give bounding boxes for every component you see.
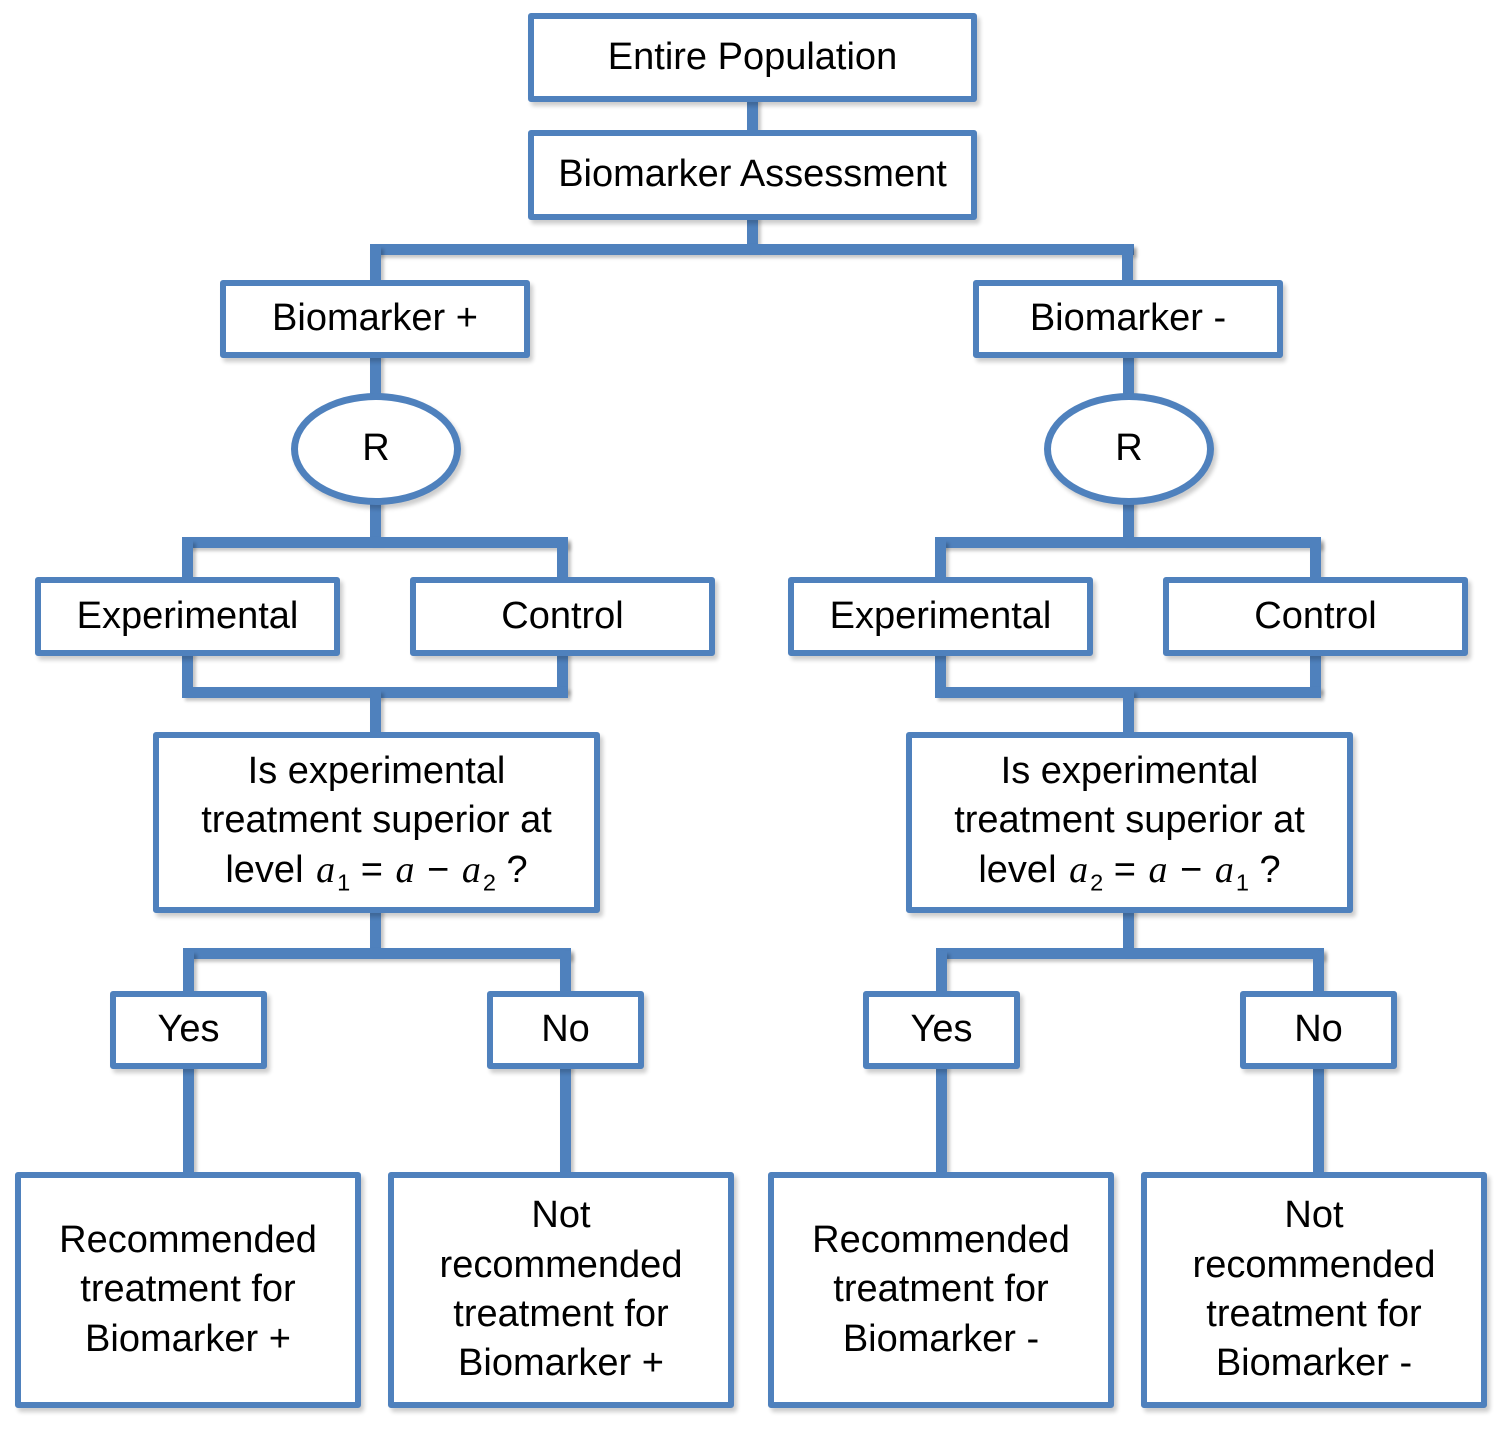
biomarker-assessment-label: Biomarker Assessment [558, 153, 947, 196]
connector-split-control-negative [1310, 540, 1321, 583]
connector-control-join-negative [1310, 650, 1321, 693]
connector-question-yesno-positive [370, 908, 381, 954]
outcome-line: Biomarker + [458, 1342, 664, 1385]
question-line1-negative: Is experimental [1000, 750, 1259, 792]
yes-box-positive: Yes [110, 991, 267, 1069]
outcome-line: Biomarker - [842, 1317, 1040, 1360]
experimental-box-negative: Experimental [788, 577, 1093, 656]
experimental-label-positive: Experimental [76, 594, 299, 637]
outcome-line: Not [1284, 1194, 1344, 1237]
outcome-line: Recommended [812, 1218, 1070, 1261]
no-label-negative: No [1294, 1008, 1343, 1051]
outcome-line: treatment for [80, 1268, 296, 1311]
no-label-positive: No [541, 1008, 590, 1051]
not-recommended-outcome-text-negative: Not recommended treatment for Biomarker … [1193, 1191, 1436, 1389]
connector-yesno-horizontal-negative [936, 948, 1324, 959]
experimental-box-positive: Experimental [35, 577, 340, 656]
connector-experimental-join-positive [182, 650, 193, 693]
connector-split-no-positive [560, 951, 571, 997]
outcome-line: treatment for [453, 1293, 669, 1335]
biomarker-positive-label: Biomarker + [272, 297, 478, 340]
question-text-negative: Is experimental treatment superior at le… [954, 747, 1305, 898]
connector-split-biomarker-negative [1122, 246, 1133, 286]
biomarker-negative-label: Biomarker - [1029, 297, 1227, 340]
entire-population-label: Entire Population [607, 35, 898, 78]
connector-split-biomarker-positive [370, 246, 381, 286]
control-label-negative: Control [1254, 594, 1377, 637]
yes-box-negative: Yes [863, 991, 1020, 1069]
not-recommended-outcome-box-positive: Not recommended treatment for Biomarker … [388, 1172, 734, 1408]
outcome-line: Recommended [59, 1218, 317, 1261]
connector-yes-outcome-negative [936, 1063, 947, 1178]
connector-biomarker-positive-r [370, 352, 381, 398]
recommended-outcome-box-negative: Recommended treatment for Biomarker - [768, 1172, 1114, 1408]
recommended-outcome-text-negative: Recommended treatment for Biomarker - [812, 1216, 1070, 1364]
question-line2-positive: treatment superior at [201, 799, 552, 842]
outcome-line: treatment for [1206, 1293, 1422, 1335]
yes-label-positive: Yes [157, 1008, 220, 1051]
connector-split-yes-negative [936, 951, 947, 997]
entire-population-box: Entire Population [528, 13, 977, 102]
no-box-positive: No [487, 991, 644, 1069]
question-line2-negative: treatment superior at [954, 799, 1305, 842]
biomarker-negative-box: Biomarker - [973, 280, 1283, 358]
connector-yes-outcome-positive [183, 1063, 194, 1178]
question-box-negative: Is experimental treatment superior at le… [906, 732, 1353, 913]
connector-top-split-horizontal [370, 244, 1134, 255]
recommended-outcome-text-positive: Recommended treatment for Biomarker + [59, 1216, 317, 1364]
randomization-label-negative: R [1115, 427, 1143, 470]
experimental-label-negative: Experimental [829, 594, 1052, 637]
biomarker-positive-box: Biomarker + [220, 280, 530, 358]
connector-experimental-join-negative [935, 650, 946, 693]
question-math-positive: level a1 = a − a2 ? [225, 848, 528, 896]
outcome-line: recommended [439, 1243, 683, 1286]
connector-assessment-split [747, 214, 758, 250]
recommended-outcome-box-positive: Recommended treatment for Biomarker + [15, 1172, 361, 1408]
randomization-ellipse-negative: R [1044, 393, 1214, 505]
connector-question-yesno-negative [1123, 908, 1134, 954]
connector-split-yes-positive [183, 951, 194, 997]
connector-no-outcome-positive [560, 1063, 571, 1178]
connector-split-experimental-positive [182, 540, 193, 583]
outcome-line: Biomarker - [1215, 1342, 1413, 1385]
question-line1-positive: Is experimental [247, 750, 506, 792]
outcome-line: treatment for [833, 1268, 1049, 1311]
control-label-positive: Control [501, 594, 624, 637]
connector-split-no-negative [1313, 951, 1324, 997]
question-text-positive: Is experimental treatment superior at le… [201, 747, 552, 898]
outcome-line: recommended [1192, 1243, 1436, 1286]
connector-control-join-positive [557, 650, 568, 693]
connector-r-split-negative [1123, 500, 1134, 543]
control-box-positive: Control [410, 577, 715, 656]
question-box-positive: Is experimental treatment superior at le… [153, 732, 600, 913]
connector-population-assessment [747, 95, 758, 137]
connector-no-outcome-negative [1313, 1063, 1324, 1178]
biomarker-assessment-box: Biomarker Assessment [528, 130, 977, 220]
randomization-ellipse-positive: R [291, 393, 461, 505]
connector-biomarker-negative-r [1123, 352, 1134, 398]
connector-split-horizontal-negative [935, 537, 1321, 548]
outcome-line: Not [531, 1194, 591, 1237]
question-math-negative: level a2 = a − a1 ? [978, 848, 1281, 896]
connector-split-experimental-negative [935, 540, 946, 583]
connector-join-question-negative [1123, 690, 1134, 738]
randomization-label-positive: R [362, 427, 390, 470]
no-box-negative: No [1240, 991, 1397, 1069]
connector-r-split-positive [370, 500, 381, 543]
connector-join-question-positive [370, 690, 381, 738]
connector-yesno-horizontal-positive [183, 948, 571, 959]
not-recommended-outcome-text-positive: Not recommended treatment for Biomarker … [440, 1191, 683, 1389]
connector-split-control-positive [557, 540, 568, 583]
not-recommended-outcome-box-negative: Not recommended treatment for Biomarker … [1141, 1172, 1487, 1408]
connector-split-horizontal-positive [182, 537, 568, 548]
outcome-line: Biomarker + [85, 1317, 291, 1360]
yes-label-negative: Yes [910, 1008, 973, 1051]
control-box-negative: Control [1163, 577, 1468, 656]
